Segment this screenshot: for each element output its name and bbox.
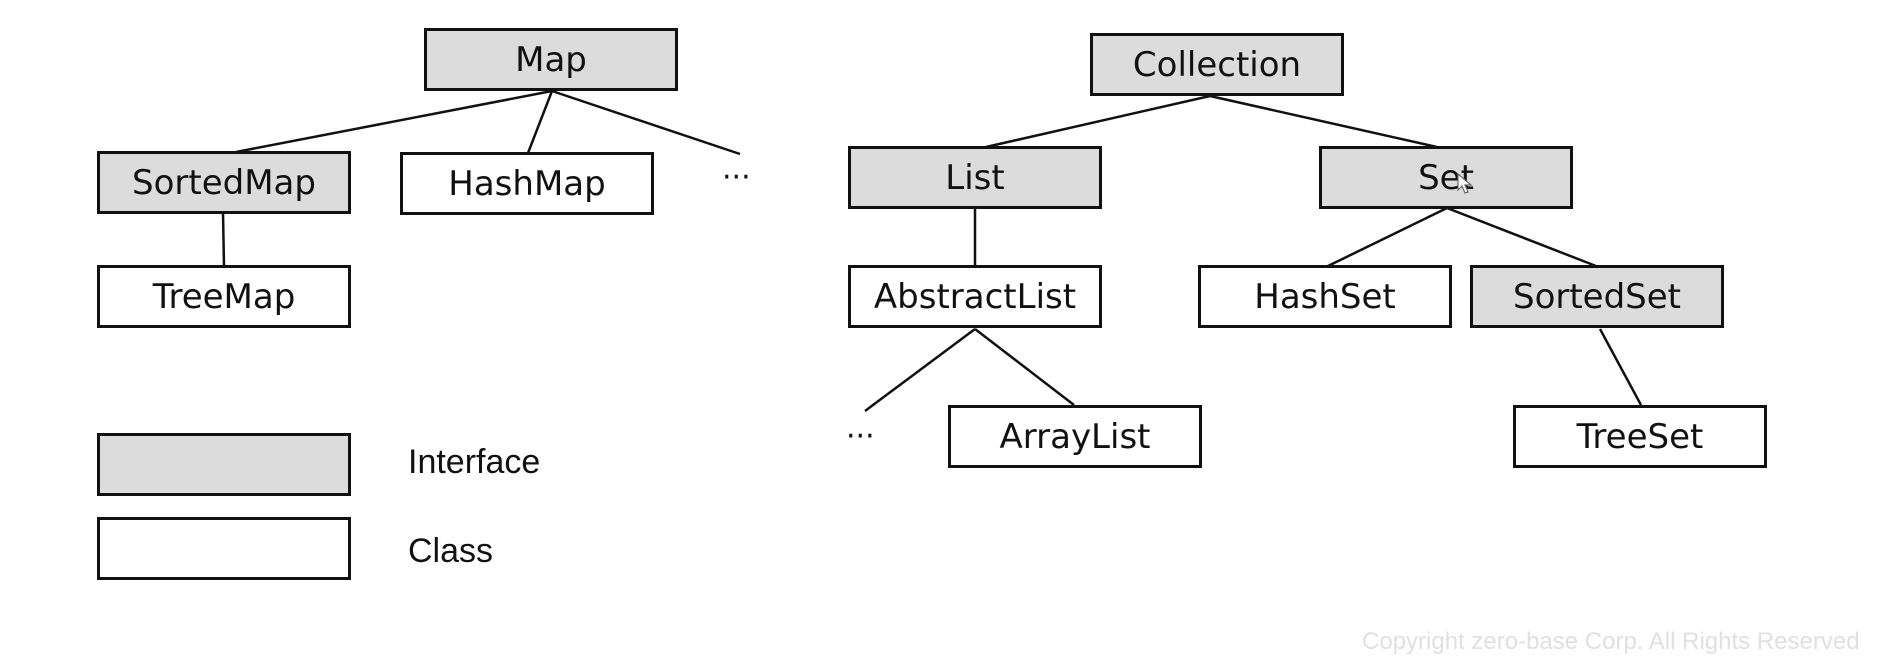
node-abstractlist: AbstractList: [848, 265, 1102, 328]
edge-set-hashset: [1327, 206, 1448, 268]
node-map: Map: [424, 28, 678, 91]
node-hashmap: HashMap: [400, 152, 654, 215]
more-list-impls-ellipsis: ···: [846, 419, 875, 454]
legend-interface-label: Interface: [408, 443, 541, 481]
node-arraylist: ArrayList: [948, 405, 1202, 468]
legend-class-label: Class: [408, 532, 494, 570]
edge-sortedset-treeset: [1598, 328, 1643, 406]
mouse-cursor-icon: [1457, 172, 1473, 194]
node-hashset: HashSet: [1198, 265, 1452, 328]
node-set: Set: [1319, 146, 1573, 209]
edge-set-sortedset: [1446, 206, 1597, 268]
node-sortedset: SortedSet: [1470, 265, 1724, 328]
edge-collection-set: [1209, 94, 1438, 149]
node-collection: Collection: [1090, 33, 1344, 96]
node-treeset: TreeSet: [1513, 405, 1767, 468]
more-map-impls-ellipsis: ···: [722, 160, 751, 195]
edge-map-sortedmap: [235, 89, 553, 154]
copyright-notice: Copyright zero-base Corp. All Rights Res…: [1362, 628, 1860, 655]
node-list: List: [848, 146, 1102, 209]
legend-interface-swatch: [97, 433, 351, 496]
edge-map-more: [551, 89, 741, 156]
edge-collection-list: [985, 94, 1211, 149]
node-sortedmap: SortedMap: [97, 151, 351, 214]
edge-map-hashmap: [526, 90, 554, 154]
edge-abstractlist-more: [864, 327, 976, 413]
edge-abstractlist-arraylist: [974, 328, 1075, 406]
node-treemap: TreeMap: [97, 265, 351, 328]
edge-sortedmap-treemap: [221, 212, 226, 267]
legend-class-swatch: [97, 517, 351, 580]
